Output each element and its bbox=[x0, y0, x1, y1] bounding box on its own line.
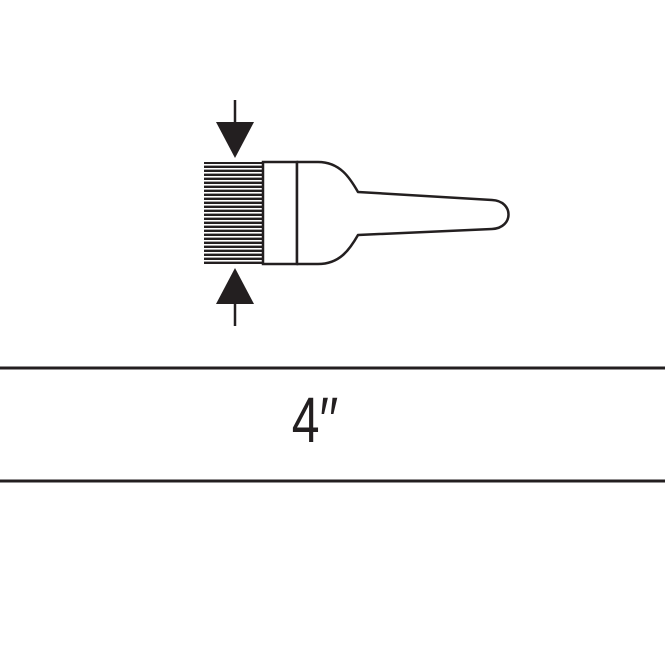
bristle-gap bbox=[204, 212, 263, 214]
bristle-gap bbox=[204, 236, 263, 238]
brush-size-label: 4′′ bbox=[291, 384, 339, 456]
paintbrush-icon bbox=[204, 160, 510, 266]
bristle-gap bbox=[204, 260, 263, 262]
bristle-gap bbox=[204, 228, 263, 230]
bristle-gap bbox=[204, 208, 263, 210]
brush-handle bbox=[295, 160, 510, 266]
bristle-gap bbox=[204, 216, 263, 218]
bristle-gap bbox=[204, 176, 263, 178]
bristle-gap bbox=[204, 188, 263, 190]
bristle-gap bbox=[204, 200, 263, 202]
bristle-gap bbox=[204, 180, 263, 182]
brush-bristles bbox=[204, 162, 263, 264]
arrow-down-icon bbox=[216, 100, 254, 158]
bristle-gap bbox=[204, 168, 263, 170]
brush-ferrule bbox=[261, 160, 299, 266]
bristle-gap bbox=[204, 220, 263, 222]
bristle-gap bbox=[204, 256, 263, 258]
bristle-gap bbox=[204, 172, 263, 174]
bristle-gap bbox=[204, 252, 263, 254]
bristle-gap bbox=[204, 224, 263, 226]
bristle-gap bbox=[204, 184, 263, 186]
arrow-up-icon bbox=[216, 268, 254, 326]
bristle-gap bbox=[204, 240, 263, 242]
bristle-gap bbox=[204, 232, 263, 234]
bristle-gap bbox=[204, 164, 263, 166]
bristle-gap bbox=[204, 248, 263, 250]
bristle-gap bbox=[204, 196, 263, 198]
bristle-gap bbox=[204, 244, 263, 246]
bristle-gap bbox=[204, 192, 263, 194]
bristle-gap bbox=[204, 204, 263, 206]
